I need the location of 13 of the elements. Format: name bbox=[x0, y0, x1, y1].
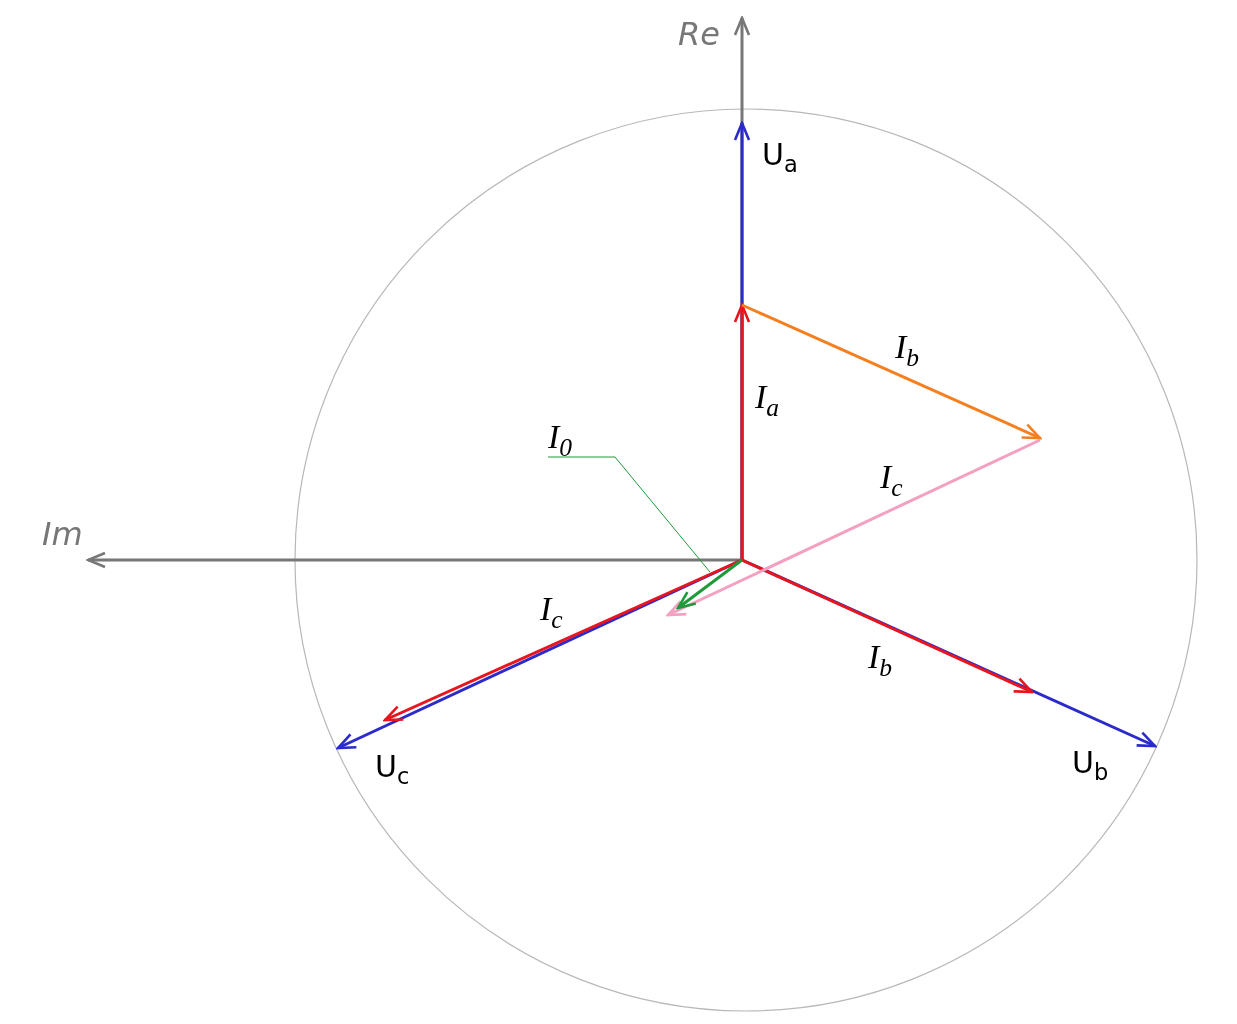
phasor-label: U$_{a}$ bbox=[762, 140, 798, 176]
phasor-label: I$_{a}$ bbox=[755, 380, 780, 421]
phasor-label: U$_{c}$ bbox=[375, 752, 410, 788]
phasor-label: I$_{0}$ bbox=[548, 418, 573, 455]
phasor-label: I$_{b}$ bbox=[868, 640, 893, 681]
phasor-label: I$_{c}$ bbox=[880, 460, 903, 501]
leader-line bbox=[547, 456, 711, 573]
phasor-label: I$_{c}$ bbox=[540, 592, 563, 633]
axis-label: Im bbox=[42, 518, 83, 550]
axis-label: Re bbox=[678, 18, 720, 50]
phasor-label: U$_{b}$ bbox=[1072, 748, 1109, 784]
phasor-arrow bbox=[676, 558, 743, 610]
phasor-label: I$_{b}$ bbox=[895, 330, 920, 371]
